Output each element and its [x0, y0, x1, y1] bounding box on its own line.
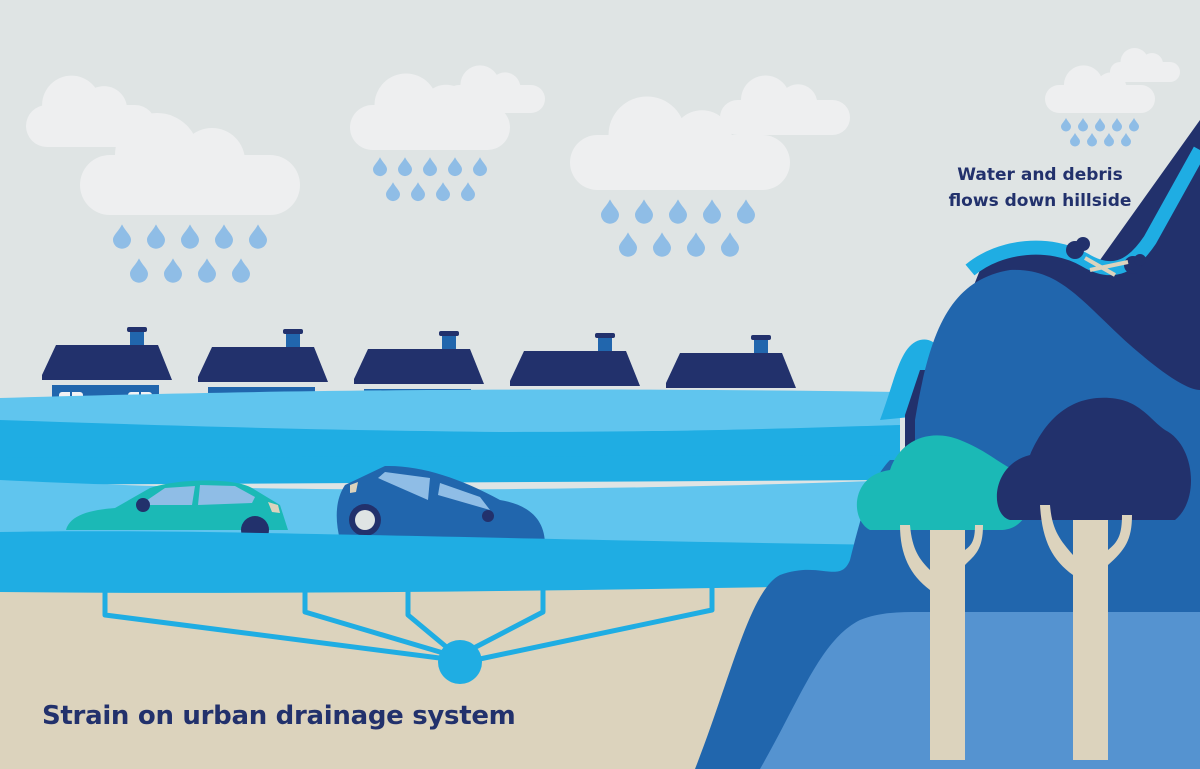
raindrop	[164, 258, 183, 283]
raindrop	[669, 199, 687, 224]
cloud	[1045, 48, 1180, 113]
raindrop	[687, 232, 705, 257]
raindrop	[1129, 118, 1139, 132]
roof	[42, 345, 172, 380]
raindrop	[147, 224, 165, 249]
raindrop	[703, 199, 721, 224]
hillside-caption-line1: Water and debris	[957, 165, 1123, 185]
floodwater-band	[0, 420, 900, 460]
chimney	[754, 338, 768, 356]
tree-navy	[996, 397, 1192, 760]
raindrop	[1087, 133, 1097, 147]
raindrop	[1070, 133, 1080, 147]
tree-teal	[856, 435, 1030, 760]
raindrop	[1104, 133, 1114, 147]
raindrop	[1121, 133, 1131, 147]
raindrop	[130, 258, 148, 283]
raindrop	[1112, 118, 1122, 132]
raindrop	[198, 258, 216, 283]
roof	[354, 349, 484, 384]
raindrop	[635, 199, 653, 224]
drainage-pipes	[102, 575, 715, 663]
urban-drainage-caption: Strain on urban drainage system	[42, 701, 516, 731]
raindrop	[619, 232, 637, 257]
raindrop	[232, 258, 250, 283]
drain-outlet	[438, 640, 482, 684]
raindrop	[386, 182, 400, 202]
chimney	[286, 332, 300, 350]
raindrop	[601, 199, 619, 224]
raindrop	[653, 232, 671, 257]
raindrop	[249, 224, 267, 249]
raindrop	[473, 157, 487, 177]
raindrop	[113, 224, 131, 249]
roof	[198, 347, 328, 382]
cloud	[350, 65, 545, 150]
cloud	[570, 75, 850, 190]
rain-clouds	[26, 48, 1180, 215]
roof	[510, 351, 640, 386]
roof	[666, 353, 796, 388]
floodwater-front	[0, 531, 900, 593]
raindrop	[398, 157, 412, 177]
chimney	[598, 336, 612, 354]
raindrop	[411, 182, 425, 202]
raindrop	[737, 199, 755, 224]
raindrop	[436, 182, 451, 202]
chimney	[130, 330, 144, 348]
raindrop	[721, 232, 739, 257]
cloud	[26, 75, 300, 215]
hillside-caption: Water and debris flows down hillside	[930, 162, 1150, 214]
raindrop	[1061, 118, 1071, 132]
raindrop	[423, 157, 437, 177]
floodwater-street	[0, 455, 900, 485]
raindrop	[448, 157, 462, 177]
raindrop	[1095, 118, 1105, 132]
hillside-caption-line2: flows down hillside	[948, 191, 1132, 211]
raindrop	[461, 182, 475, 202]
raindrop	[373, 157, 387, 177]
raindrops	[113, 118, 1139, 283]
chimney	[442, 334, 456, 352]
raindrop	[181, 224, 199, 249]
raindrop	[215, 224, 233, 249]
raindrop	[1078, 118, 1088, 132]
debris	[1066, 237, 1146, 277]
blue-car	[336, 465, 545, 545]
ground	[0, 585, 800, 769]
